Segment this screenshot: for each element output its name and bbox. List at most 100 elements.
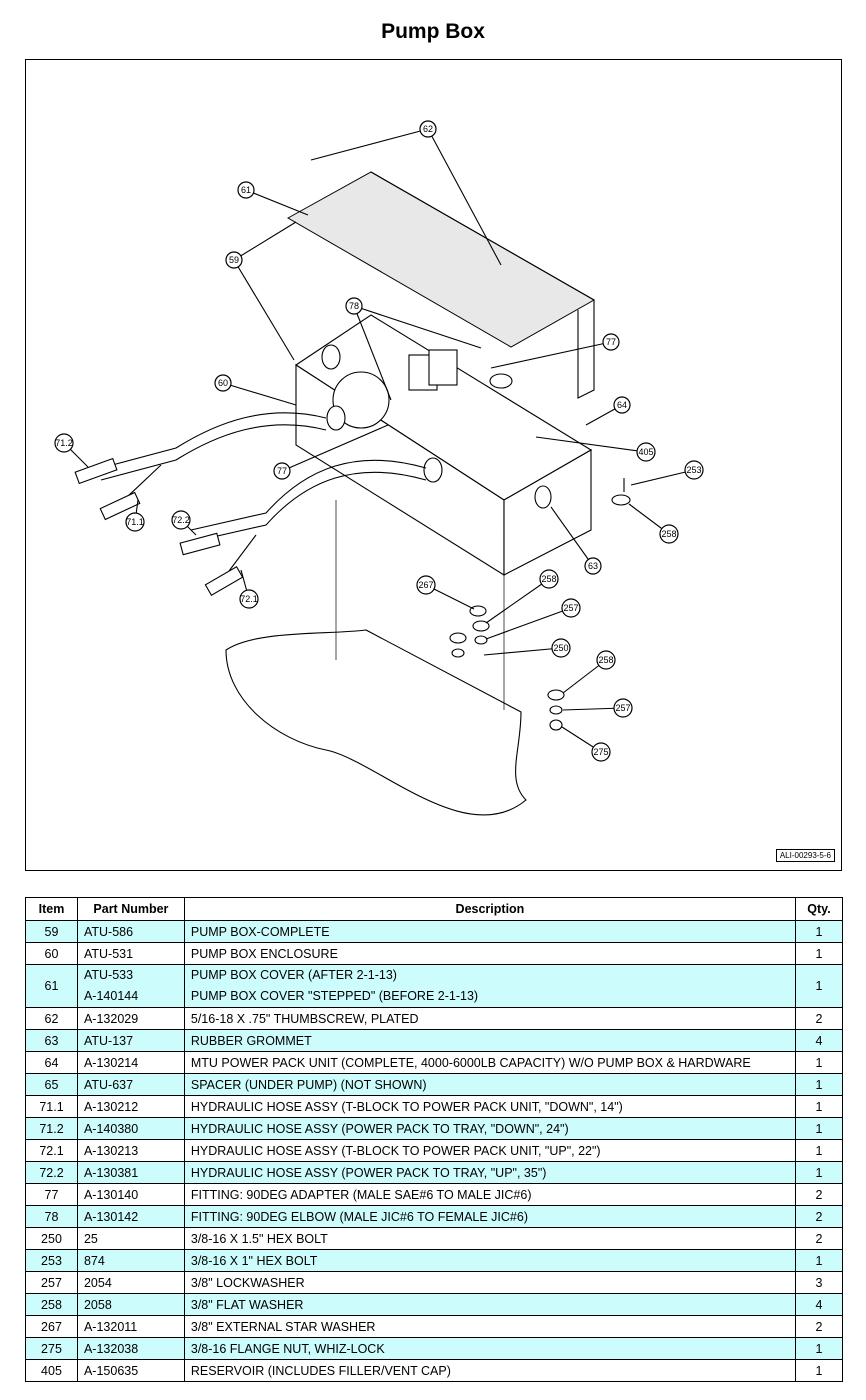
item-cell: 72.2: [25, 1161, 78, 1184]
callout-61: 61: [237, 181, 255, 199]
part-number-cell: ATU-531: [76, 942, 185, 965]
qty-cell: 4: [794, 1029, 844, 1052]
part-number: 2054: [83, 1275, 112, 1290]
filler-cap: [489, 373, 513, 389]
callout-72-1: 72.1: [239, 589, 259, 609]
part-number: A-132029: [83, 1011, 139, 1026]
description-cell: 3/8" LOCKWASHER: [183, 1271, 796, 1294]
part-number: A-132011: [83, 1319, 138, 1334]
svg-text:72.2: 72.2: [172, 515, 190, 525]
qty-cell: 1: [794, 1249, 844, 1272]
item-cell: 72.1: [25, 1139, 78, 1162]
part-number: A-130381: [83, 1165, 139, 1180]
part-number: A-132038: [83, 1341, 139, 1356]
description-cell: HYDRAULIC HOSE ASSY (T-BLOCK TO POWER PA…: [183, 1139, 796, 1162]
qty-cell: 2: [794, 1205, 844, 1228]
description-text: PUMP BOX ENCLOSURE: [190, 946, 338, 961]
description-text: HYDRAULIC HOSE ASSY (T-BLOCK TO POWER PA…: [190, 1099, 623, 1114]
item-cell: 64: [25, 1051, 78, 1074]
description-cell: FITTING: 90DEG ELBOW (MALE JIC#6 TO FEMA…: [183, 1205, 796, 1228]
svg-text:405: 405: [638, 447, 653, 457]
description-text: 3/8" LOCKWASHER: [190, 1275, 305, 1290]
description-text: SPACER (UNDER PUMP) (NOT SHOWN): [190, 1077, 427, 1092]
part-number-cell: A-130212: [76, 1095, 185, 1118]
callout-258a: 258: [659, 524, 679, 544]
description-cell: RUBBER GROMMET: [183, 1029, 796, 1052]
item-cell: 61: [25, 964, 78, 1008]
page-title: Pump Box: [381, 20, 485, 43]
item-cell: 62: [25, 1007, 78, 1030]
qty-cell: 3: [794, 1271, 844, 1294]
svg-text:64: 64: [617, 400, 627, 410]
svg-text:72.1: 72.1: [240, 594, 258, 604]
qty-cell: 1: [794, 1161, 844, 1184]
item-cell: 253: [25, 1249, 78, 1272]
pump-box-illustration: 62 61 59 78 77 60 64 71.2 405 77 253 71.…: [54, 120, 704, 816]
svg-text:61: 61: [241, 185, 251, 195]
item-cell: 77: [25, 1183, 78, 1206]
qty-cell: 1: [794, 1139, 844, 1162]
svg-text:78: 78: [349, 301, 359, 311]
svg-text:62: 62: [423, 124, 433, 134]
callout-72-2: 72.2: [171, 510, 191, 530]
description-text: FITTING: 90DEG ADAPTER (MALE SAE#6 TO MA…: [190, 1187, 532, 1202]
part-number-cell: 25: [76, 1227, 185, 1250]
description-cell: 5/16-18 X .75" THUMBSCREW, PLATED: [183, 1007, 796, 1030]
qty-cell: 1: [794, 1073, 844, 1096]
callout-59: 59: [225, 251, 243, 269]
enclosure-side-face: [503, 449, 592, 576]
drawing-id-label: ALI-00293-5-6: [775, 849, 835, 862]
svg-text:77: 77: [277, 466, 287, 476]
item-cell: 71.1: [25, 1095, 78, 1118]
part-number-cell: A-130381: [76, 1161, 185, 1184]
callout-77b: 77: [273, 462, 291, 480]
svg-text:257: 257: [615, 703, 630, 713]
item-cell: 267: [25, 1315, 78, 1338]
table-row: 77 A-130140 FITTING: 90DEG ADAPTER (MALE S…: [25, 1183, 844, 1206]
callout-group: 62 61 59 78 77 60 64 71.2 405 77 253 71.…: [54, 120, 704, 762]
description-text: RUBBER GROMMET: [190, 1033, 312, 1048]
description-text: PUMP BOX COVER (AFTER 2-1-13): [190, 968, 397, 982]
svg-text:250: 250: [553, 643, 568, 653]
part-number-cell: A-132038: [76, 1337, 185, 1360]
callout-71-2: 71.2: [54, 433, 74, 453]
part-number: A-130140: [83, 1187, 139, 1202]
description-cell: 3/8-16 FLANGE NUT, WHIZ-LOCK: [183, 1337, 796, 1360]
callout-258b: 258: [539, 569, 559, 589]
header-part-number: Part Number: [76, 897, 185, 921]
description-text: FITTING: 90DEG ELBOW (MALE JIC#6 TO FEMA…: [190, 1209, 528, 1224]
part-number-cell: A-130142: [76, 1205, 185, 1228]
svg-text:71.1: 71.1: [126, 517, 144, 527]
callout-267: 267: [416, 575, 436, 595]
description-cell: RESERVOIR (INCLUDES FILLER/VENT CAP): [183, 1359, 796, 1382]
header-description: Description: [183, 897, 796, 921]
description-text: MTU POWER PACK UNIT (COMPLETE, 4000-6000…: [190, 1055, 751, 1070]
callout-71-1: 71.1: [125, 512, 145, 532]
table-header-row: Item Part Number Description Qty.: [25, 897, 844, 921]
item-cell: 250: [25, 1227, 78, 1250]
callout-253: 253: [684, 460, 704, 480]
part-number: 25: [83, 1231, 98, 1246]
svg-text:59: 59: [229, 255, 239, 265]
svg-text:258: 258: [661, 529, 676, 539]
svg-text:275: 275: [593, 747, 608, 757]
svg-text:258: 258: [598, 655, 613, 665]
qty-cell: 1: [794, 942, 844, 965]
item-cell: 405: [25, 1359, 78, 1382]
description-cell: HYDRAULIC HOSE ASSY (T-BLOCK TO POWER PA…: [183, 1095, 796, 1118]
svg-text:257: 257: [563, 603, 578, 613]
part-number-cell: A-132011: [76, 1315, 185, 1338]
callout-60: 60: [214, 374, 232, 392]
description-text: PUMP BOX-COMPLETE: [190, 924, 330, 939]
qty-cell: 1: [794, 964, 844, 1008]
